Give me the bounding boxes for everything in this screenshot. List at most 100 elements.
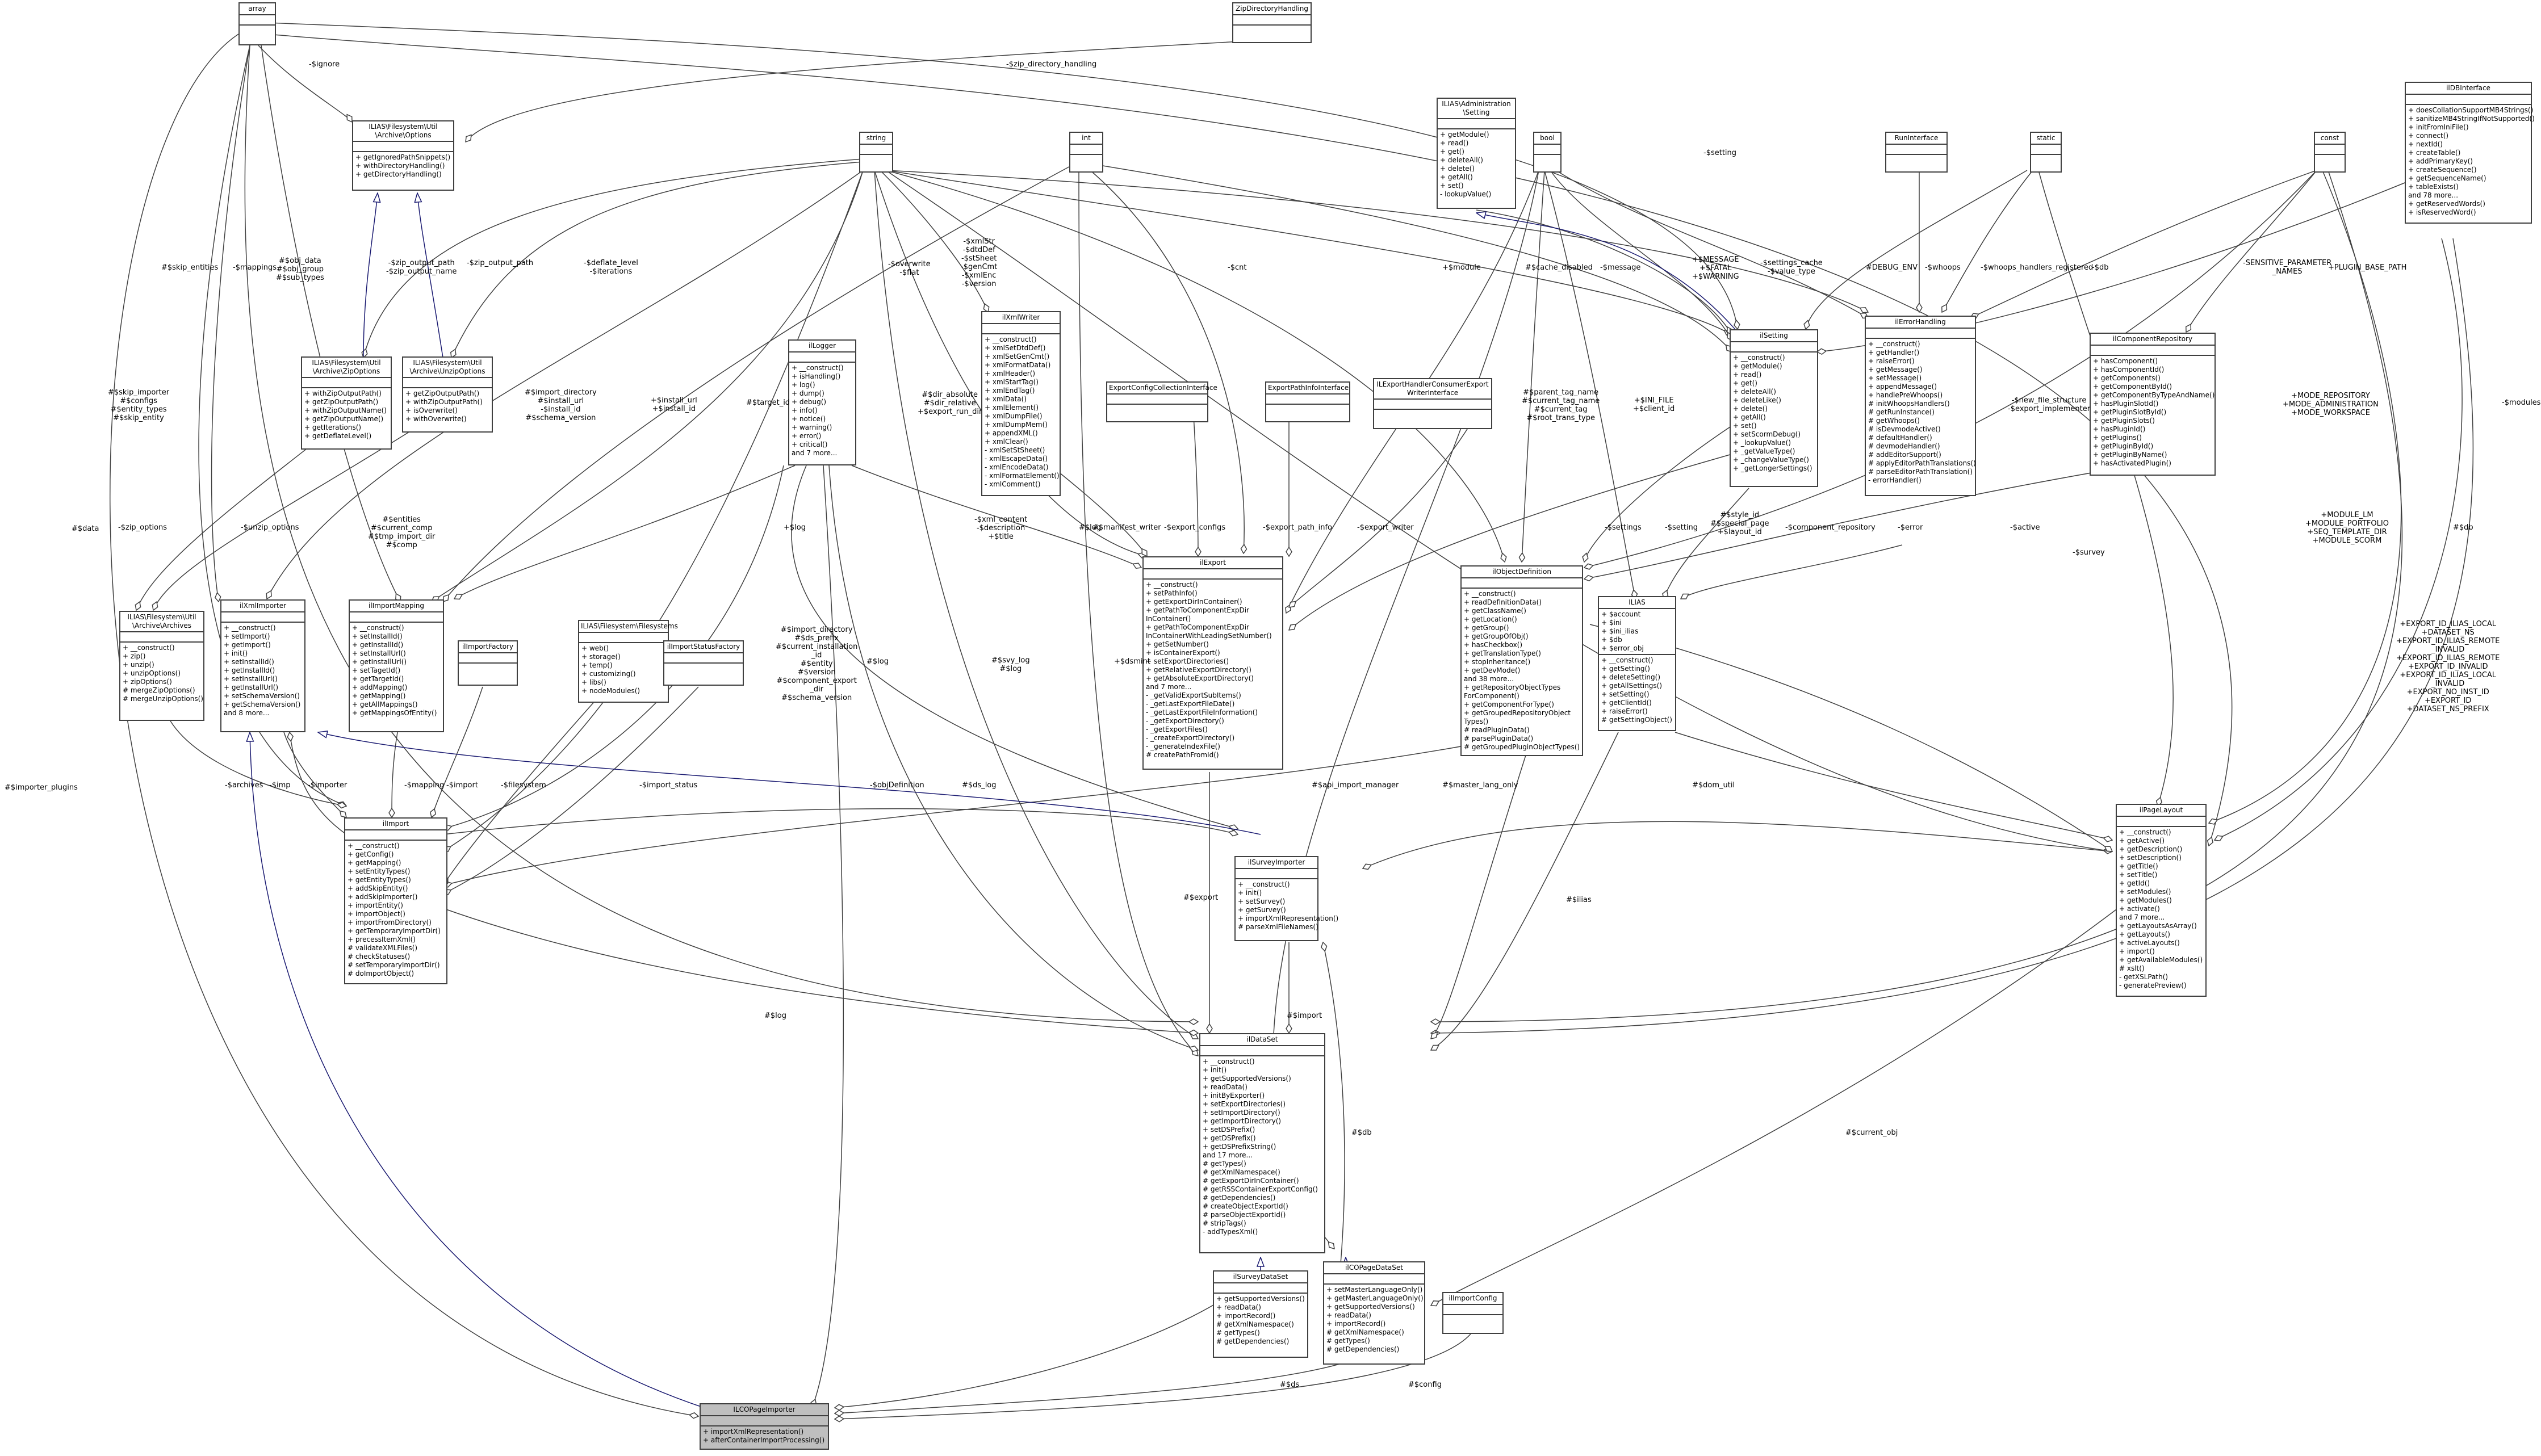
edge-label: +EXPORT_ID_ILIAS_LOCAL +DATASET_NS +EXPO… — [2396, 620, 2500, 714]
edge-label: -$new_file_structure -$export_implemente… — [2008, 396, 2091, 413]
class-attributes — [240, 15, 275, 24]
edge-label: #$import — [1287, 1012, 1322, 1020]
edge-label: -$zip_directory_handling — [1006, 60, 1097, 69]
class-archives: ILIAS\Filesystem\Util \Archive\Archives … — [119, 611, 204, 721]
edge-label: -$objDefinition — [870, 781, 924, 790]
edge-ilias-dataset — [1431, 732, 1619, 1050]
class-const: const — [2314, 132, 2346, 173]
class-dataset: ilDataSet + __construct() + init() + get… — [1199, 1033, 1325, 1253]
class-title: ilSetting — [1731, 330, 1817, 342]
class-copagedataset: ilCOPageDataSet + setMasterLanguageOnly(… — [1323, 1261, 1425, 1365]
class-zipdirectoryhandling: ZipDirectoryHandling — [1232, 2, 1312, 43]
class-attributes — [459, 653, 517, 662]
edge-import-xmlimporter — [290, 732, 347, 835]
class-title: ILIAS\Filesystem\Util \Archive\Options — [353, 121, 453, 142]
edge-label: #$log — [866, 657, 889, 666]
class-surveydataset: ilSurveyDataSet + getSupportedVersions()… — [1213, 1270, 1308, 1358]
edge-label: +$log — [784, 523, 806, 532]
inherit-surveyimporter-xmlimporter — [318, 732, 1261, 835]
class-attributes — [1236, 869, 1317, 878]
class-attributes — [120, 632, 203, 641]
edge-int-dataset — [1078, 170, 1198, 1056]
edge-label: #$parent_tag_name #$current_tag_name #$c… — [1522, 388, 1600, 422]
class-bool: bool — [1533, 132, 1562, 173]
edge-label: #$manifest_writer — [1092, 523, 1161, 532]
class-attributes — [1200, 1046, 1324, 1055]
class-attributes — [1266, 395, 1349, 404]
class-operations: + web() + storage() + temp() + customizi… — [579, 642, 668, 696]
class-attributes: + $account + $ini + $ini_ilias + $db + $… — [1601, 610, 1644, 652]
edge-exportcfg-export — [1192, 397, 1198, 556]
class-string: string — [859, 132, 893, 173]
edge-ilias-pagelayout — [1675, 732, 2112, 840]
edge-label: #$obj_data #$obj_group #$sub_types — [276, 257, 324, 282]
edge-label: #$master_lang_only — [1442, 781, 1518, 790]
class-xmlwriter: ilXmlWriter + __construct() + xmlSetDtdD… — [981, 311, 1061, 496]
edge-pagelayout-copagedataset — [1431, 908, 2119, 1306]
class-operations — [860, 154, 892, 164]
edge-label: -$import — [446, 781, 478, 790]
class-objectdefinition: ilObjectDefinition + __construct() + rea… — [1460, 565, 1583, 756]
edge-unzipoptions-archives — [153, 428, 415, 610]
edge-label: -$ignore — [309, 60, 340, 69]
class-operations — [1534, 154, 1560, 164]
class-title: ilErrorHandling — [1866, 317, 1975, 329]
class-title: ilPageLayout — [2117, 805, 2205, 817]
inherit-copageimporter-xmlimporter — [250, 732, 705, 1408]
edge-const-pagelayout — [2209, 170, 2402, 823]
class-attributes — [353, 142, 453, 151]
edge-label: -$xmlStr -$dtdDef -$stSheet -$genCmt -$x… — [961, 237, 998, 288]
edge-label: -$cnt — [1228, 263, 1247, 272]
edge-string-importmapping — [432, 170, 864, 602]
edge-label: -$whoops — [1925, 263, 1961, 272]
class-title: ilDataSet — [1200, 1034, 1324, 1046]
edge-label: -$export_path_info — [1263, 523, 1333, 532]
class-operations: + __construct() + zip() + unzip() + unzi… — [120, 641, 203, 704]
edge-string-errorhandling — [885, 170, 1868, 312]
edge-string-zipoptions — [363, 158, 864, 358]
edge-label: #$ds — [1280, 1381, 1300, 1389]
class-operations: + getModule() + read() + get() + deleteA… — [1438, 128, 1515, 200]
edge-label: -$settings — [1605, 523, 1642, 532]
edge-logger-export — [851, 465, 1141, 568]
class-array: array — [238, 2, 276, 45]
class-operations: + __construct() + setInstallId() + getIn… — [350, 622, 443, 719]
edge-static-setting — [1806, 170, 2028, 329]
edge-label: -$zip_output_path -$zip_output_name — [386, 259, 457, 276]
edge-dbinterface-dataset — [1431, 238, 2474, 1033]
class-title: ilImport — [345, 819, 446, 830]
class-surveyimporter: ilSurveyImporter + __construct() + init(… — [1234, 856, 1338, 941]
edge-array-setting — [266, 22, 1738, 329]
edge-filesystems-import — [443, 686, 608, 886]
class-attributes — [2315, 145, 2345, 154]
class-attributes — [221, 612, 304, 622]
class-title: ilImportFactory — [459, 641, 517, 653]
edge-label: -$settings_cache -$value_type — [1760, 259, 1823, 276]
edge-label: -$message — [1600, 263, 1641, 272]
class-operations: + __construct() + getActive() + getDescr… — [2117, 826, 2205, 991]
class-operations: + __construct() + init() + getSupportedV… — [1200, 1055, 1324, 1237]
class-importstatusfactory: ilImportStatusFactory — [663, 640, 744, 686]
class-xmlimporter: ilXmlImporter + __construct() + setImpor… — [220, 599, 305, 732]
class-operations: + __construct() + xmlSetDtdDef() + xmlSe… — [982, 333, 1060, 490]
class-operations: + getZipOutputPath() + withZipOutputPath… — [403, 387, 492, 425]
class-title: int — [1070, 133, 1102, 145]
edge-setting-export — [1289, 454, 1732, 630]
class-operations: + setMasterLanguageOnly() + getMasterLan… — [1324, 1283, 1424, 1355]
edge-label: #$target_id — [746, 398, 790, 407]
class-operations: + withZipOutputPath() + getZipOutputPath… — [302, 387, 391, 442]
class-operations: + doesCollationSupportMB4Strings() + san… — [2406, 104, 2535, 218]
class-title: ILIAS — [1599, 597, 1675, 609]
class-attributes — [1443, 1305, 1502, 1314]
class-title: ilDBInterface — [2406, 83, 2531, 95]
class-title: ILIAS\Filesystem\Util \Archive\Archives — [120, 612, 203, 632]
edge-array-archiveopts — [258, 45, 352, 122]
edge-pagelayout-surveyimporter — [1363, 821, 2113, 868]
class-title: RunInterface — [1886, 133, 1946, 145]
class-operations: + __construct() + setImport() + getImpor… — [221, 622, 304, 719]
class-copageimporter: ILCOPageImporter + importXmlRepresentati… — [700, 1403, 829, 1450]
edge-label: -$component_repository — [1785, 523, 1876, 532]
edge-archives-import — [170, 720, 346, 806]
edge-label: #$dom_util — [1692, 781, 1735, 790]
edge-string-objdef — [885, 170, 1505, 562]
